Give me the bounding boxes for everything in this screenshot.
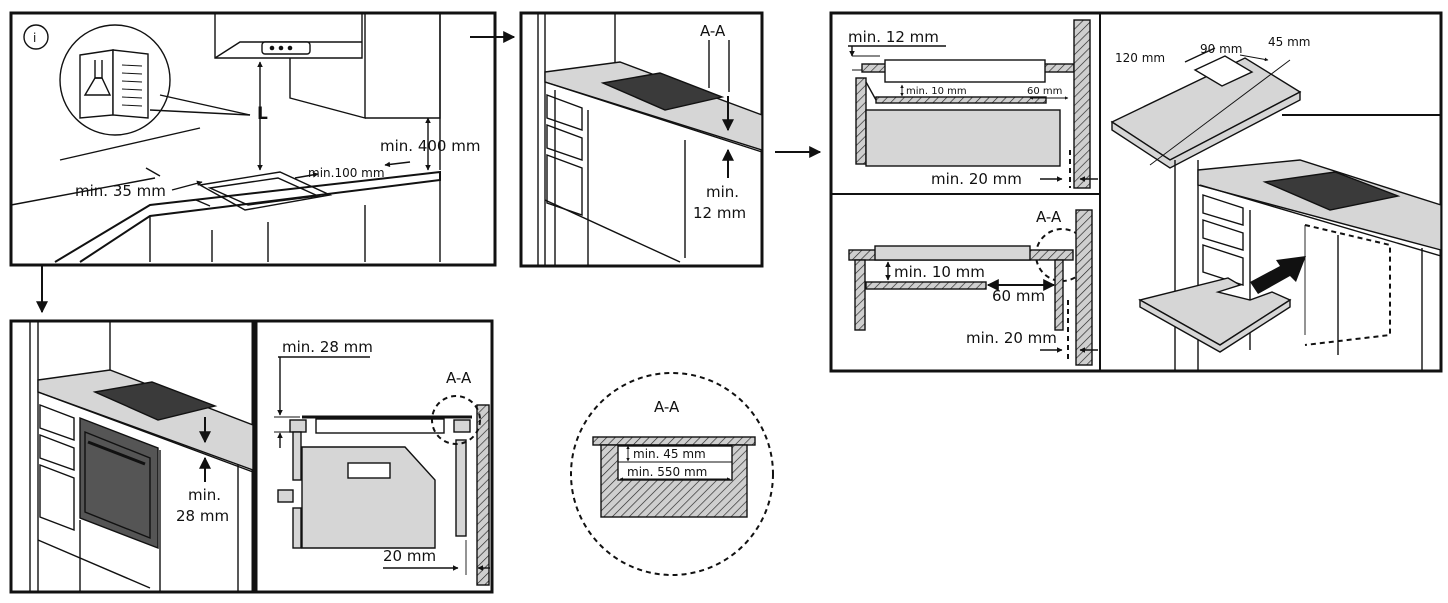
section-label: A-A	[700, 22, 726, 40]
hob-body	[884, 59, 1046, 83]
label-45mm: 45 mm	[1268, 35, 1310, 49]
label-60mm: 60 mm	[992, 287, 1045, 305]
info-icon	[23, 24, 49, 50]
wall-cabinet	[289, 13, 366, 119]
panel-section-10: A-A min. 10 mm 60 mm min. 20 mm	[848, 208, 1098, 366]
label-min-20: min. 20 mm	[931, 170, 1022, 188]
wall-section	[476, 404, 490, 586]
panel-hood-overview: L min. 400 mm min.100 mm min. 35 mm i	[9, 11, 497, 267]
wall-section	[1073, 19, 1091, 189]
panel-worktop-12: A-A min. 12 mm	[519, 11, 764, 268]
wall-section	[1075, 209, 1093, 366]
worktop	[54, 170, 441, 263]
worktop	[544, 61, 763, 151]
manual-book-icon	[79, 49, 149, 119]
oven	[79, 416, 159, 550]
label-min-10: min. 10 mm	[906, 86, 967, 97]
oven-body	[301, 446, 436, 549]
worktop-section	[592, 436, 756, 446]
detail-section-aa: A-A min. 45 mm min. 550 mm	[570, 372, 774, 576]
detail-circle	[431, 395, 481, 445]
hood-canopy	[214, 13, 363, 59]
label-min-28: min. 28 mm	[282, 338, 373, 356]
label-min-10: min. 10 mm	[894, 263, 985, 281]
cutout-space	[617, 445, 733, 481]
hob	[1262, 171, 1401, 211]
label-min-550: min. 550 mm	[627, 465, 707, 479]
hob-body	[874, 245, 1031, 261]
label-60mm: 60 mm	[1027, 86, 1062, 97]
label-20mm: 20 mm	[383, 547, 436, 565]
insert-arrow-icon	[1250, 256, 1306, 294]
label-min-20: min. 20 mm	[966, 329, 1057, 347]
panel-cutout-perspective: 120 mm 90 mm 45 mm	[1110, 35, 1442, 371]
hob-body	[315, 418, 445, 434]
svg-text:i: i	[33, 31, 36, 45]
section-label: A-A	[654, 398, 680, 416]
label-min: min.	[188, 486, 221, 504]
hob-cutout	[197, 171, 333, 211]
label-min-35: min. 35 mm	[75, 182, 166, 200]
panel-section-12: min. 12 mm min. 10 mm 60 mm min. 20 mm	[848, 19, 1098, 189]
panel-oven-28: min. 28 mm	[9, 319, 255, 594]
panel-frame	[254, 319, 494, 594]
hood-control-strip	[261, 41, 311, 55]
panel-frame	[9, 11, 497, 267]
label-min-12: min. 12 mm	[848, 28, 939, 46]
label-min-400: min. 400 mm	[380, 137, 480, 155]
label-90mm: 90 mm	[1200, 42, 1242, 56]
label-min-45: min. 45 mm	[633, 447, 706, 461]
panel-section-oven: min. 28 mm A-A 20 mm	[254, 319, 494, 594]
hob	[92, 381, 218, 421]
label-min-100: min.100 mm	[308, 166, 385, 180]
section-label: A-A	[1036, 208, 1062, 226]
worktop	[37, 369, 254, 471]
cutout-opening	[1193, 55, 1254, 87]
section-label: A-A	[446, 369, 472, 387]
label-12mm: 12 mm	[693, 204, 746, 222]
panel-frame	[519, 11, 764, 268]
hob	[600, 72, 725, 111]
panel-group-frame	[829, 11, 1443, 373]
label-min: min.	[706, 183, 739, 201]
label-120mm: 120 mm	[1115, 51, 1165, 65]
detail-circle	[570, 372, 774, 576]
oven-body	[865, 109, 1061, 167]
label-L: L	[257, 104, 268, 124]
label-28mm: 28 mm	[176, 507, 229, 525]
